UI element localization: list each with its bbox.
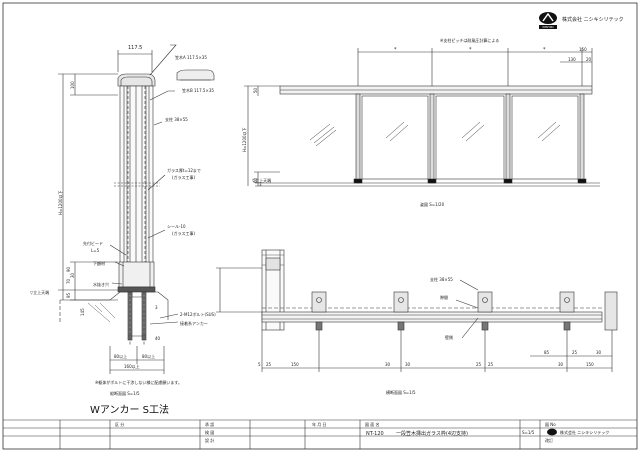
dim-90: 90 [66,266,71,272]
elev-dim-50: 50 [253,87,258,93]
pitch-note: ※支柱ピッチは耐風圧計算による [440,37,499,43]
vertical-section [58,44,215,374]
tb-drawing-label: 図 面 名 [365,421,380,427]
tb-scale: S=1/5 [522,430,535,435]
plan-dim-5: 25 [476,362,482,367]
anchor-note: ※躯体がボルトに干渉しない様に配慮願います。 [95,379,182,385]
elev-dim-60: 60 [253,177,258,183]
tb-check: 検 図 [205,429,214,435]
tb-drawing-no: NT-120 [366,431,384,437]
title-block [3,419,637,449]
plan-caption: 横断面図 S=1/5 [386,389,416,395]
elev-star-1: * [394,47,397,53]
elev-star-3: * [543,47,546,53]
elev-dim-20: 20 [586,57,592,62]
bead-label: 先付ビード [83,240,103,246]
plan-dim-6: 25 [488,362,494,367]
post-label: 支柱 38×55 [165,116,188,122]
plan-dim-1: 25 [266,362,272,367]
elev-dim-3: 3 [259,182,262,187]
edge-dim-2: 80以上 [142,353,155,359]
plan-dim-2: 150 [291,362,299,367]
plan-dim-4: 30 [405,362,411,367]
dim-70: 70 [66,278,71,284]
elev-star-2: * [469,47,472,53]
elev-height-label: H=1200以下 [242,127,247,152]
tb-logo-mark [547,428,557,436]
drain-hole-label: 水抜き穴 [93,281,109,287]
tb-cls: 区 分 [115,421,124,427]
plan-dim-7: 30 [558,362,564,367]
dim-30: 30 [70,272,75,278]
logo-text: NISHIKI [542,25,553,29]
plan-dim-11: 150 [586,362,594,367]
drawing-title: Wアンカー S工法 [90,403,169,416]
elevation-view [244,48,600,187]
handrail-b-label: 笠木B 117.5×35 [182,87,214,93]
plan-joint-label: 隙間 [440,294,448,300]
plan-dim-3: 30 [385,362,391,367]
elev-dim-150: 150 [579,47,587,52]
bottom-frame-label: 下額材 [93,260,105,266]
section-caption: 縦断面図 S=1/5 [110,390,140,396]
seal-label: シール-10 [167,224,186,229]
plan-dim-9: 25 [572,350,578,355]
plan-dim-0: 5 [258,362,261,367]
tb-dept: 承 認 [205,421,214,427]
plan-post-label: 支柱 38×55 [430,276,453,282]
dim-3: 3 [155,305,158,310]
company-name: 株式会社 ニシキシリテック [562,16,624,23]
tb-drawing-name: 一段笠木挿出ガラス枠(4辺支持) [396,430,468,437]
plan-dim-8: 85 [544,350,550,355]
floor-label-left: ▽立上天端 [30,289,49,295]
plan-edge-label: 壁側 [445,334,453,340]
tb-company: 株式会社 ニシキシリテック [560,429,609,435]
plan-dim-10: 30 [596,350,602,355]
elevation-caption: 姿図 S=1/20 [420,201,445,207]
dim-100: 100 [70,81,75,89]
handrail-a-label: 笠木A 117.5×35 [175,54,207,60]
dim-145: 145 [80,308,85,316]
bead-len: L=5 [91,248,100,253]
elev-floor-label: ▽立上天端 [252,177,271,183]
dim-95: 95 [66,292,71,298]
dim-height-left: H=1200以下 [58,190,63,215]
glass-note: (ガラス工事) [172,174,195,180]
elev-dim-130: 130 [568,57,576,62]
seal-note: (ガラス工事) [172,230,195,236]
tb-sheet: 図 No [545,422,556,427]
dim-40: 40 [155,336,161,341]
edge-dim-1: 80以上 [114,353,127,359]
plan-section [216,249,618,372]
tb-rev: 改訂 [545,437,553,443]
tb-date: 年 月 日 [312,421,327,427]
anchor-label: 接着系アンカー [180,320,208,326]
company-logo: NISHIKI [539,12,557,29]
bottom-total-dim: 160以上 [124,363,140,369]
bolt-label: 2-M12ボルト(SUS) [180,311,216,317]
dim-top-width: 117.5 [128,45,142,51]
glass-label: ガラス厚t=12まで [167,167,201,173]
tb-design: 設 計 [205,437,214,443]
